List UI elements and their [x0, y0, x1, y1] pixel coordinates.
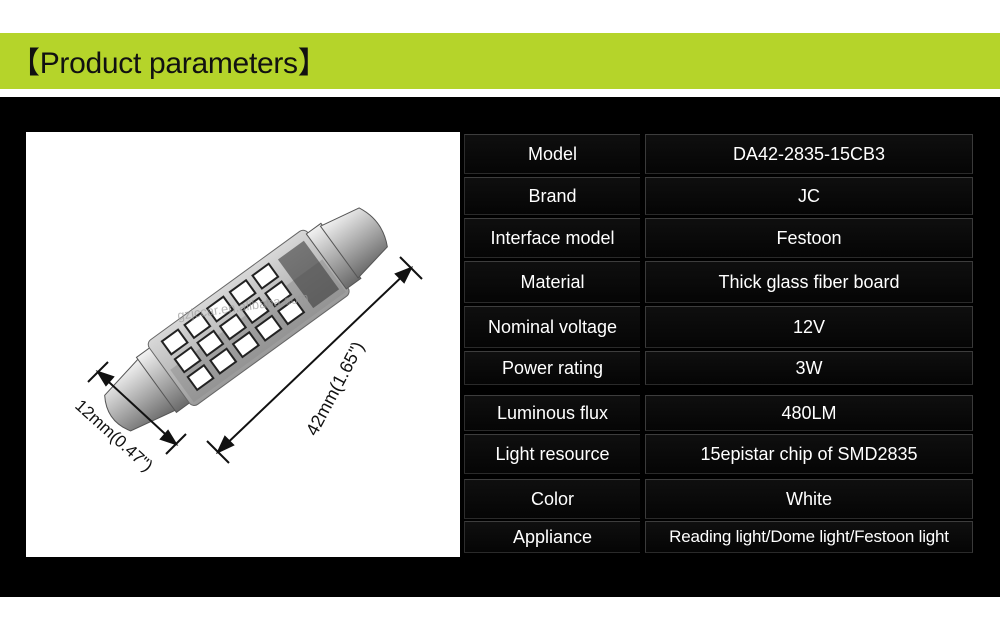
spec-label: Appliance [464, 521, 640, 553]
table-row: Brand JC [460, 177, 976, 215]
spec-value: JC [645, 177, 973, 215]
spec-label: Light resource [464, 434, 640, 474]
spec-value: 3W [645, 351, 973, 385]
spec-value: 12V [645, 306, 973, 348]
spec-label: Brand [464, 177, 640, 215]
product-image: gzjccar.en.alibaba.com 42mm(1.65") 12mm(… [26, 132, 460, 557]
table-row: Luminous flux 480LM [460, 395, 976, 431]
table-row: Light resource 15epistar chip of SMD2835 [460, 434, 976, 474]
table-row: Material Thick glass fiber board [460, 261, 976, 303]
length-label: 42mm(1.65") [302, 338, 368, 439]
table-row: Nominal voltage 12V [460, 306, 976, 348]
spec-value: Festoon [645, 218, 973, 258]
spec-label: Power rating [464, 351, 640, 385]
spec-value: Thick glass fiber board [645, 261, 973, 303]
table-row: Power rating 3W [460, 351, 976, 385]
spec-label: Color [464, 479, 640, 519]
spec-label: Luminous flux [464, 395, 640, 431]
spec-value: White [645, 479, 973, 519]
spec-value: 15epistar chip of SMD2835 [645, 434, 973, 474]
spec-value: DA42-2835-15CB3 [645, 134, 973, 174]
page-title: 【Product parameters】 [10, 47, 328, 80]
spec-label: Nominal voltage [464, 306, 640, 348]
spec-value: Reading light/Dome light/Festoon light [645, 521, 973, 553]
table-row: Appliance Reading light/Dome light/Festo… [460, 521, 976, 553]
spec-value: 480LM [645, 395, 973, 431]
table-row: Interface model Festoon [460, 218, 976, 258]
spec-table: Model DA42-2835-15CB3 Brand JC Interface… [460, 132, 976, 558]
spec-label: Interface model [464, 218, 640, 258]
spec-label: Material [464, 261, 640, 303]
diameter-dimension [87, 361, 187, 455]
table-row: Color White [460, 479, 976, 519]
header-banner [0, 33, 1000, 89]
festoon-bulb-illustration: gzjccar.en.alibaba.com 42mm(1.65") 12mm(… [71, 207, 423, 475]
table-row: Model DA42-2835-15CB3 [460, 134, 976, 174]
length-dimension [206, 256, 423, 464]
spec-label: Model [464, 134, 640, 174]
